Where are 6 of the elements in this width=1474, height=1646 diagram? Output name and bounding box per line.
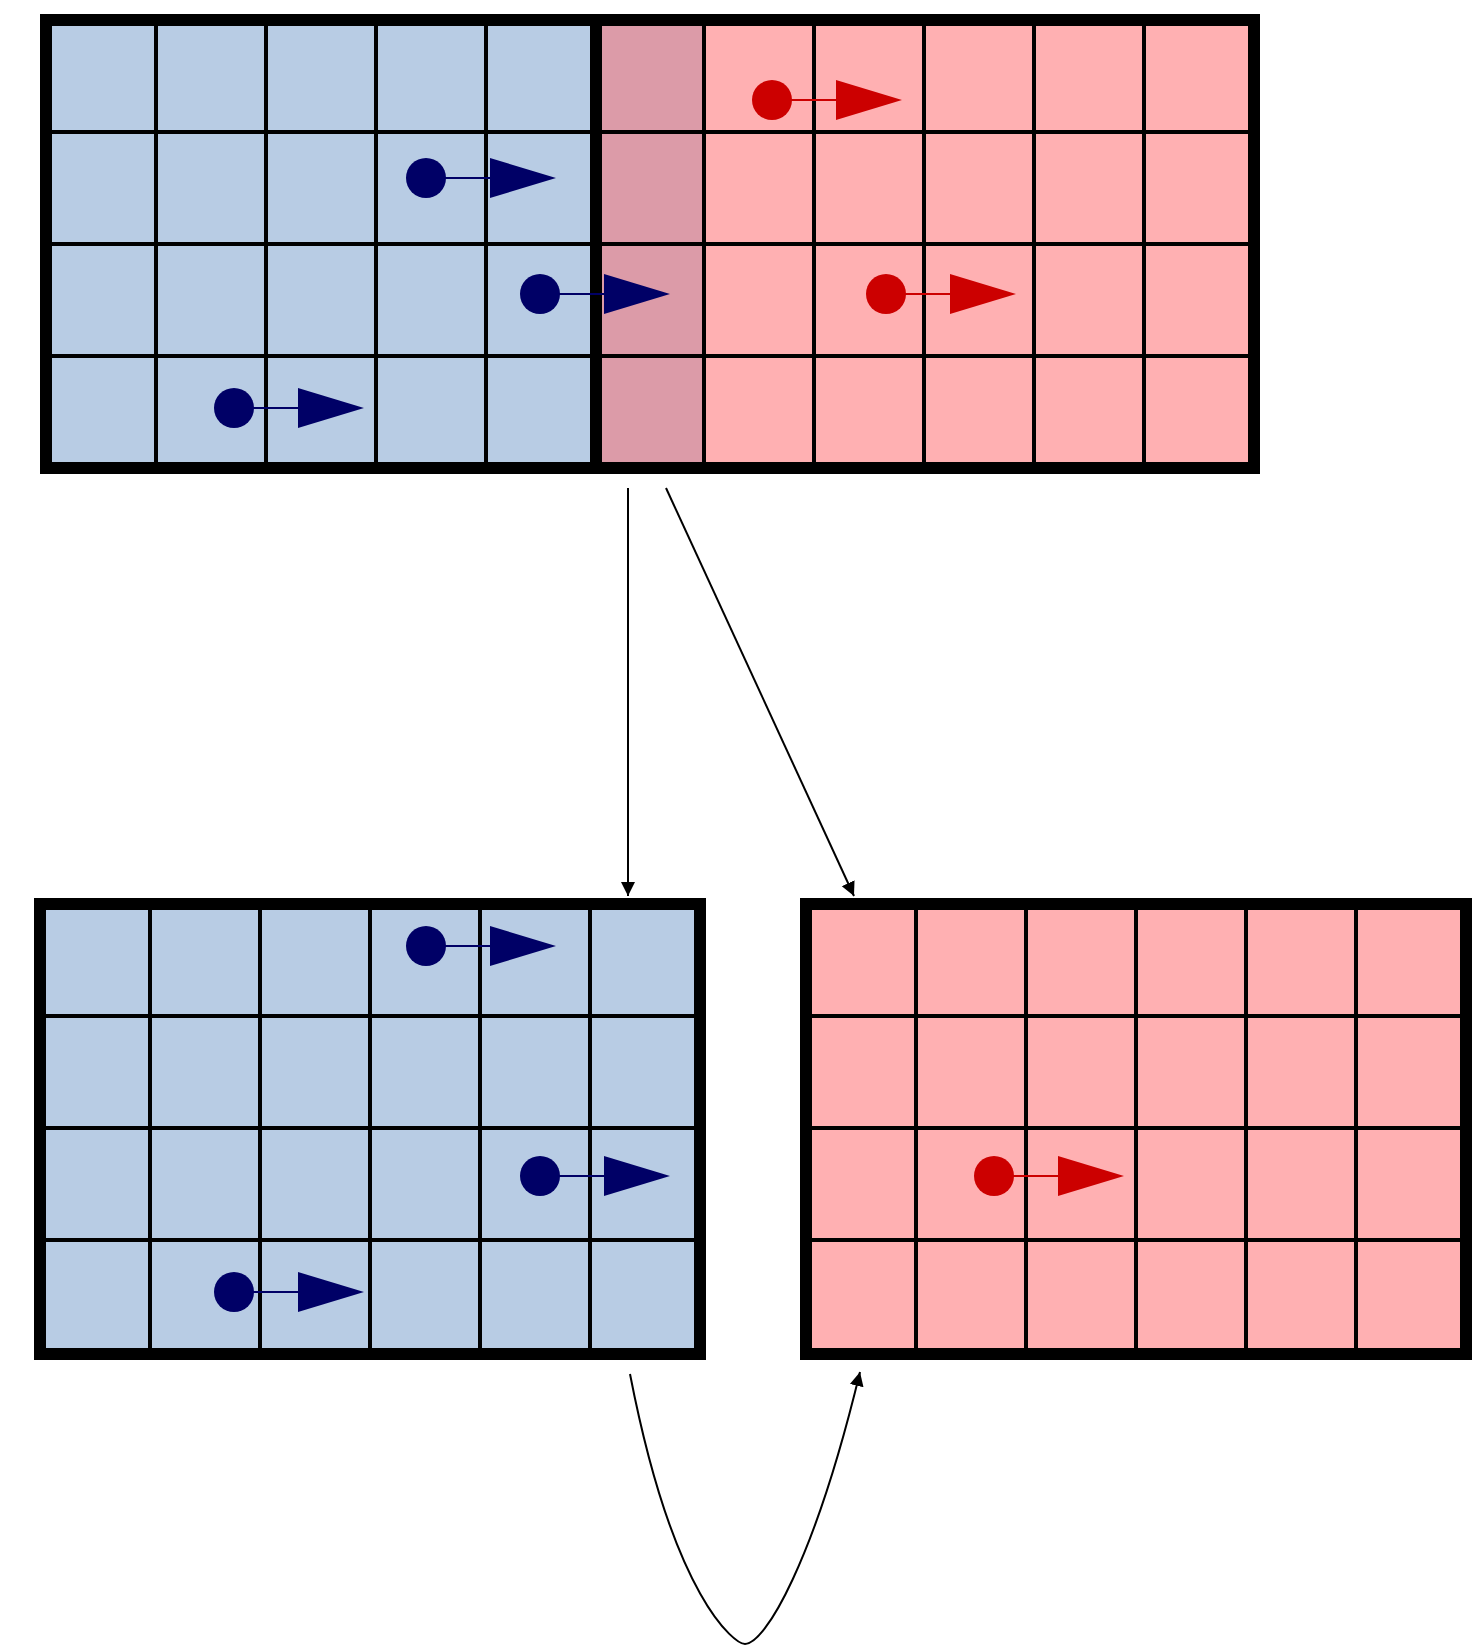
grid-drawing: [38, 12, 1262, 476]
grid-drawing: [798, 896, 1474, 1362]
arrow: [665, 487, 855, 897]
grid-drawing: [32, 896, 708, 1362]
arrow: [629, 1371, 864, 1645]
arrow: [621, 487, 635, 897]
